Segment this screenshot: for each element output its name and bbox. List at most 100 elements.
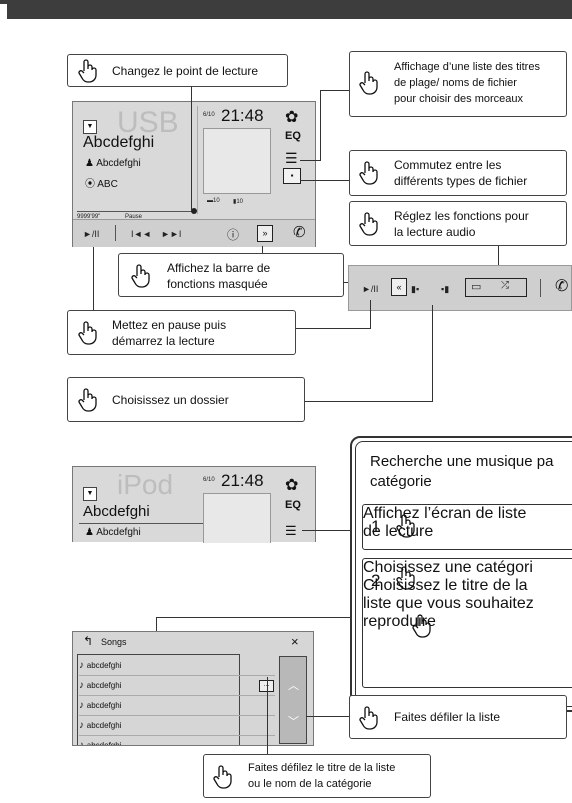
album-row: ⦿ ABC	[85, 175, 118, 190]
leader-folder-h	[305, 401, 433, 402]
note-icon: ♪	[79, 680, 87, 691]
repeat-icon[interactable]: ▭	[471, 281, 482, 293]
divider	[197, 106, 198, 214]
phone-icon[interactable]: ✆	[555, 278, 569, 295]
callout-list-line3: pour choisir des morceaux	[394, 93, 524, 105]
expand-bar-button[interactable]: »	[257, 225, 273, 242]
file-type-icon[interactable]: ▪	[283, 168, 301, 184]
settings-gear-icon[interactable]: ✿	[285, 477, 299, 494]
list-icon[interactable]: ☰	[285, 150, 298, 166]
pointing-hand-icon	[78, 388, 97, 412]
scroll-up-icon[interactable]: ︿	[288, 680, 299, 692]
album-name: ABC	[97, 179, 118, 190]
step1-number: 1	[371, 517, 381, 536]
folder-prev-icon[interactable]: ▮▪	[411, 284, 420, 294]
album-art	[203, 128, 271, 194]
seek-bar[interactable]	[77, 211, 195, 212]
leader-seek	[191, 86, 192, 210]
step2b-line2: liste que vous souhaitez	[363, 595, 534, 612]
more-button[interactable]: ...	[259, 680, 274, 692]
song-title: abcdefghi	[86, 701, 122, 710]
phone-icon[interactable]: ✆	[293, 224, 306, 241]
settings-gear-icon[interactable]: ✿	[285, 109, 299, 126]
song-row-4[interactable]: ♪ abcdefghi	[79, 716, 275, 736]
step2-box: 2 Choisissez une catégori Choisissez le …	[362, 558, 572, 688]
step2-number: 2	[371, 571, 381, 590]
step1-line2: de lecture	[363, 523, 434, 540]
next-button[interactable]: ►►I	[161, 229, 182, 239]
previous-button[interactable]: I◄◄	[131, 229, 152, 239]
ipod-title-underline	[79, 523, 203, 524]
songs-header: ↰ Songs ×	[73, 632, 313, 652]
leader-file-type	[300, 180, 349, 181]
seek-knob[interactable]	[191, 208, 197, 214]
file-icon: ▮	[233, 199, 237, 205]
eq-button[interactable]: EQ	[285, 130, 301, 142]
collapse-bar-button[interactable]: «	[391, 278, 407, 296]
callout-scroll-list: Faites défiler la liste	[349, 695, 567, 739]
song-title: abcdefghi	[86, 741, 122, 746]
header-notch	[0, 4, 7, 19]
shuffle-icon[interactable]: ⤮	[501, 280, 509, 291]
search-box-outer: Recherche une musique pa catégorie 1 Aff…	[350, 436, 572, 712]
artist-icon: ♟	[85, 527, 97, 538]
pointing-hand-icon	[359, 212, 378, 236]
callout-pause-play: Mettez en pause puis démarrez la lecture	[67, 310, 296, 355]
callout-list-display: Affichage d’une liste des titres de plag…	[349, 51, 567, 117]
callout-pause-line2: démarrez la lecture	[112, 334, 215, 348]
callout-file-type-line1: Commutez entre les	[394, 158, 502, 172]
song-row-2[interactable]: ♪ abcdefghi ...	[79, 676, 275, 696]
back-arrow-icon[interactable]: ↰	[83, 634, 94, 648]
scroll-bar[interactable]: ︿ ﹀	[279, 656, 307, 744]
close-icon[interactable]: ×	[291, 634, 299, 649]
source-menu-button[interactable]: ▼	[83, 487, 97, 501]
audio-settings-frame	[465, 278, 527, 297]
ipod-screen: iPod ▼ Abcdefghi ♟ Abcdefghi 6/10 21:48 …	[72, 466, 316, 543]
artist-row: ♟ Abcdefghi	[85, 158, 141, 169]
scroll-down-icon[interactable]: ﹀	[288, 716, 299, 728]
leader-list-ipod	[302, 530, 350, 531]
callout-audio-line2: la lecture audio	[394, 225, 476, 239]
expanded-function-bar: ►/II « ▮▪ ▪▮ ▭ ⤮ ✆	[348, 265, 572, 311]
folder-count-1-value: 10	[213, 198, 220, 204]
leader-list-h2	[300, 160, 321, 161]
eq-button[interactable]: EQ	[285, 499, 301, 511]
step1-line1: Affichez l’écran de liste	[363, 505, 527, 522]
song-row-5[interactable]: ♪ abcdefghi	[79, 736, 275, 746]
folder-next-icon[interactable]: ▪▮	[441, 284, 450, 294]
pointing-hand-icon	[78, 321, 97, 345]
pointing-hand-icon	[396, 566, 415, 590]
info-button[interactable]: ⓘ	[227, 228, 240, 242]
list-icon[interactable]: ☰	[285, 523, 297, 538]
callout-pause-line1: Mettez en pause puis	[112, 318, 227, 332]
date: 6/10	[203, 112, 215, 118]
callout-list-line2: de plage/ noms de fichier	[394, 77, 517, 89]
pointing-hand-icon	[78, 59, 97, 83]
song-title: abcdefghi	[86, 721, 122, 730]
songs-header-title: Songs	[101, 637, 127, 647]
pointing-hand-icon	[213, 765, 232, 789]
search-heading-line2: catégorie	[370, 473, 432, 490]
note-icon: ♪	[79, 660, 87, 671]
elapsed-time: 9999'99"	[77, 214, 101, 220]
leader-pause-h	[296, 328, 371, 329]
source-menu-button[interactable]: ▼	[83, 120, 97, 134]
leader-pause-usb	[93, 247, 94, 310]
note-icon: ♪	[79, 700, 87, 711]
artist-name: Abcdefghi	[96, 158, 141, 169]
pointing-hand-icon	[359, 71, 378, 95]
callout-scroll-title-line1: Faites défilez le titre de la liste	[248, 762, 396, 774]
folder-count-2-value: 10	[236, 199, 243, 205]
usb-screen: USB ▼ Abcdefghi ♟ Abcdefghi ⦿ ABC 9999'9…	[72, 101, 316, 247]
song-row-3[interactable]: ♪ abcdefghi	[79, 696, 275, 716]
search-heading-line1: Recherche une musique pa	[370, 453, 554, 470]
song-row-1[interactable]: ♪ abcdefghi	[79, 656, 275, 676]
ipod-track-title: Abcdefghi	[83, 503, 150, 520]
note-icon: ♪	[79, 720, 87, 731]
play-pause-button[interactable]: ►/II	[83, 229, 100, 239]
leader-list-h	[320, 90, 349, 91]
callout-file-type-line2: différents types de fichier	[394, 174, 528, 188]
play-pause-button[interactable]: ►/II	[362, 284, 379, 294]
step2b-line1: Choisissez le titre de la	[363, 577, 528, 594]
callout-folder-text: Choisissez un dossier	[112, 393, 229, 407]
